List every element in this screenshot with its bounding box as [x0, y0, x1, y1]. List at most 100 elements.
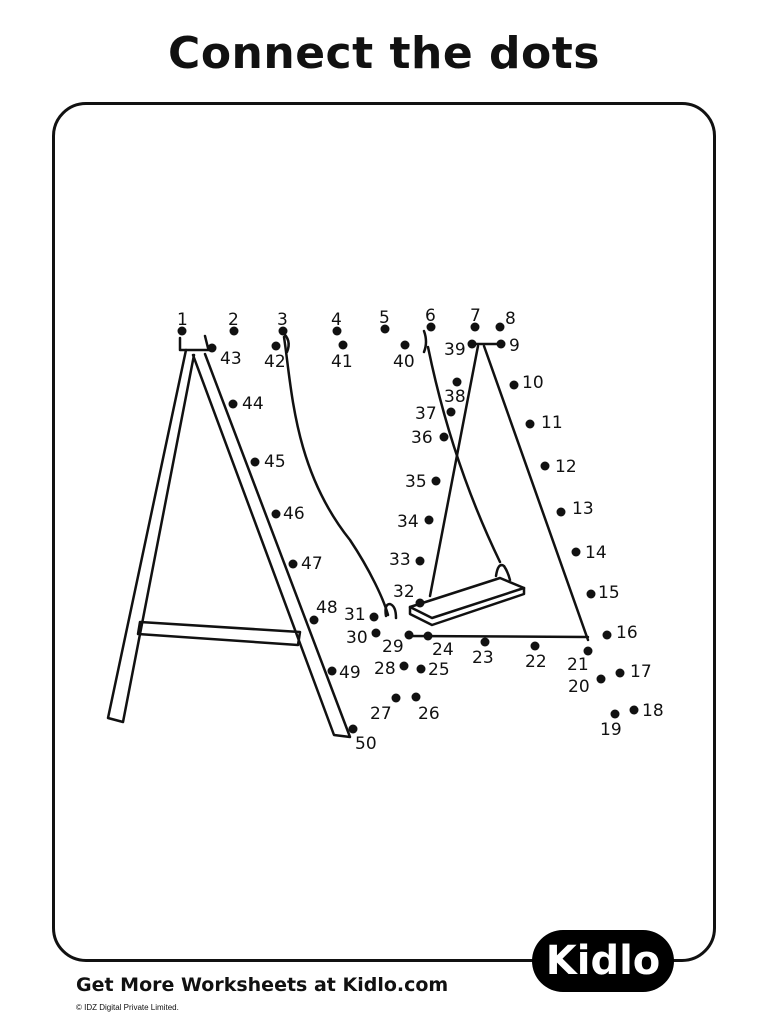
- dot-label: 2: [228, 310, 239, 330]
- kidlo-logo[interactable]: Kidlo: [532, 930, 674, 992]
- dot-label: 14: [585, 543, 607, 563]
- dot-41: 41: [331, 340, 353, 372]
- dot-label: 31: [344, 605, 366, 625]
- dot-label: 29: [382, 637, 404, 657]
- left-clamp: [178, 336, 214, 352]
- dot-label: 28: [374, 659, 396, 679]
- dot-23: 23: [472, 637, 494, 668]
- page-title: Connect the dots: [168, 28, 600, 79]
- dot-10: 10: [509, 373, 544, 393]
- dot-label: 37: [415, 404, 437, 424]
- dot-label: 40: [393, 352, 415, 372]
- dots-layer: 1 2 3 4 5 6 7 8 9 10 11 12 13 14 15 16 1…: [177, 306, 664, 754]
- dot-12: 12: [540, 457, 577, 477]
- dot-label: 41: [331, 352, 353, 372]
- dot-43: 43: [207, 343, 242, 369]
- dot-label: 43: [220, 349, 242, 369]
- dot-label: 9: [509, 336, 520, 356]
- dot-label: 16: [616, 623, 638, 643]
- dot-32: 32: [393, 582, 425, 608]
- copyright-text: © IDZ Digital Private Limited.: [76, 1003, 179, 1012]
- dot-label: 1: [177, 310, 188, 330]
- dot-20: 20: [568, 674, 606, 697]
- dot-16: 16: [602, 623, 638, 643]
- dot-label: 4: [331, 310, 342, 330]
- dot-36: 36: [411, 428, 449, 448]
- dot-21: 21: [567, 646, 593, 675]
- dot-11: 11: [525, 413, 563, 433]
- left-rope: [282, 335, 390, 617]
- dot-26: 26: [411, 692, 440, 724]
- worksheet-frame: [52, 102, 716, 962]
- dot-label: 18: [642, 701, 664, 721]
- dot-label: 44: [242, 394, 264, 414]
- dot-label: 19: [600, 720, 622, 740]
- dot-25: 25: [416, 660, 450, 680]
- dot-24: 24: [423, 631, 454, 660]
- dot-28: 28: [374, 659, 409, 679]
- dot-2: 2: [228, 310, 239, 336]
- dot-22: 22: [525, 641, 547, 672]
- dot-label: 23: [472, 648, 494, 668]
- dot-label: 34: [397, 512, 419, 532]
- footer-cta[interactable]: Get More Worksheets at Kidlo.com: [76, 974, 449, 996]
- dot-18: 18: [629, 701, 664, 721]
- dot-44: 44: [228, 394, 264, 414]
- dot-1: 1: [177, 310, 188, 336]
- dot-50: 50: [348, 724, 377, 754]
- dot-label: 22: [525, 652, 547, 672]
- dot-14: 14: [571, 543, 607, 563]
- dot-9: 9: [496, 336, 520, 356]
- dot-label: 10: [522, 373, 544, 393]
- dot-label: 25: [428, 660, 450, 680]
- dot-4: 4: [331, 310, 342, 336]
- dot-27: 27: [370, 693, 401, 724]
- dot-5: 5: [379, 308, 390, 334]
- dot-label: 12: [555, 457, 577, 477]
- dot-17: 17: [615, 662, 652, 682]
- dot-47: 47: [288, 554, 323, 574]
- dot-7: 7: [470, 306, 481, 332]
- dot-42: 42: [264, 341, 286, 372]
- dot-3: 3: [277, 310, 288, 336]
- dot-label: 49: [339, 663, 361, 683]
- dot-label: 24: [432, 640, 454, 660]
- dot-label: 26: [418, 704, 440, 724]
- dot-45: 45: [250, 452, 286, 472]
- dot-label: 20: [568, 677, 590, 697]
- dot-19: 19: [600, 709, 622, 740]
- dot-31: 31: [344, 605, 379, 625]
- dot-label: 8: [505, 309, 516, 329]
- dot-29: 29: [382, 630, 414, 657]
- dot-label: 45: [264, 452, 286, 472]
- left-front-leg: [106, 348, 196, 724]
- dot-34: 34: [397, 512, 434, 532]
- crossbar: [136, 620, 302, 647]
- dot-label: 15: [598, 583, 620, 603]
- dot-13: 13: [556, 499, 594, 519]
- dot-label: 21: [567, 655, 589, 675]
- dot-label: 39: [444, 340, 466, 360]
- dot-49: 49: [327, 663, 361, 683]
- dot-label: 46: [283, 504, 305, 524]
- dot-label: 35: [405, 472, 427, 492]
- dot-48: 48: [309, 598, 338, 625]
- dot-label: 13: [572, 499, 594, 519]
- dot-label: 42: [264, 352, 286, 372]
- dot-label: 50: [355, 734, 377, 754]
- dot-35: 35: [405, 472, 441, 492]
- dot-label: 3: [277, 310, 288, 330]
- dot-label: 48: [316, 598, 338, 618]
- dot-label: 7: [470, 306, 481, 326]
- dot-label: 47: [301, 554, 323, 574]
- dot-39: 39: [444, 339, 477, 360]
- dot-46: 46: [271, 504, 305, 524]
- dot-15: 15: [586, 583, 620, 603]
- dot-33: 33: [389, 550, 425, 570]
- dot-label: 33: [389, 550, 411, 570]
- dot-40: 40: [393, 340, 415, 372]
- dot-label: 6: [425, 306, 436, 326]
- dot-label: 17: [630, 662, 652, 682]
- dot-label: 36: [411, 428, 433, 448]
